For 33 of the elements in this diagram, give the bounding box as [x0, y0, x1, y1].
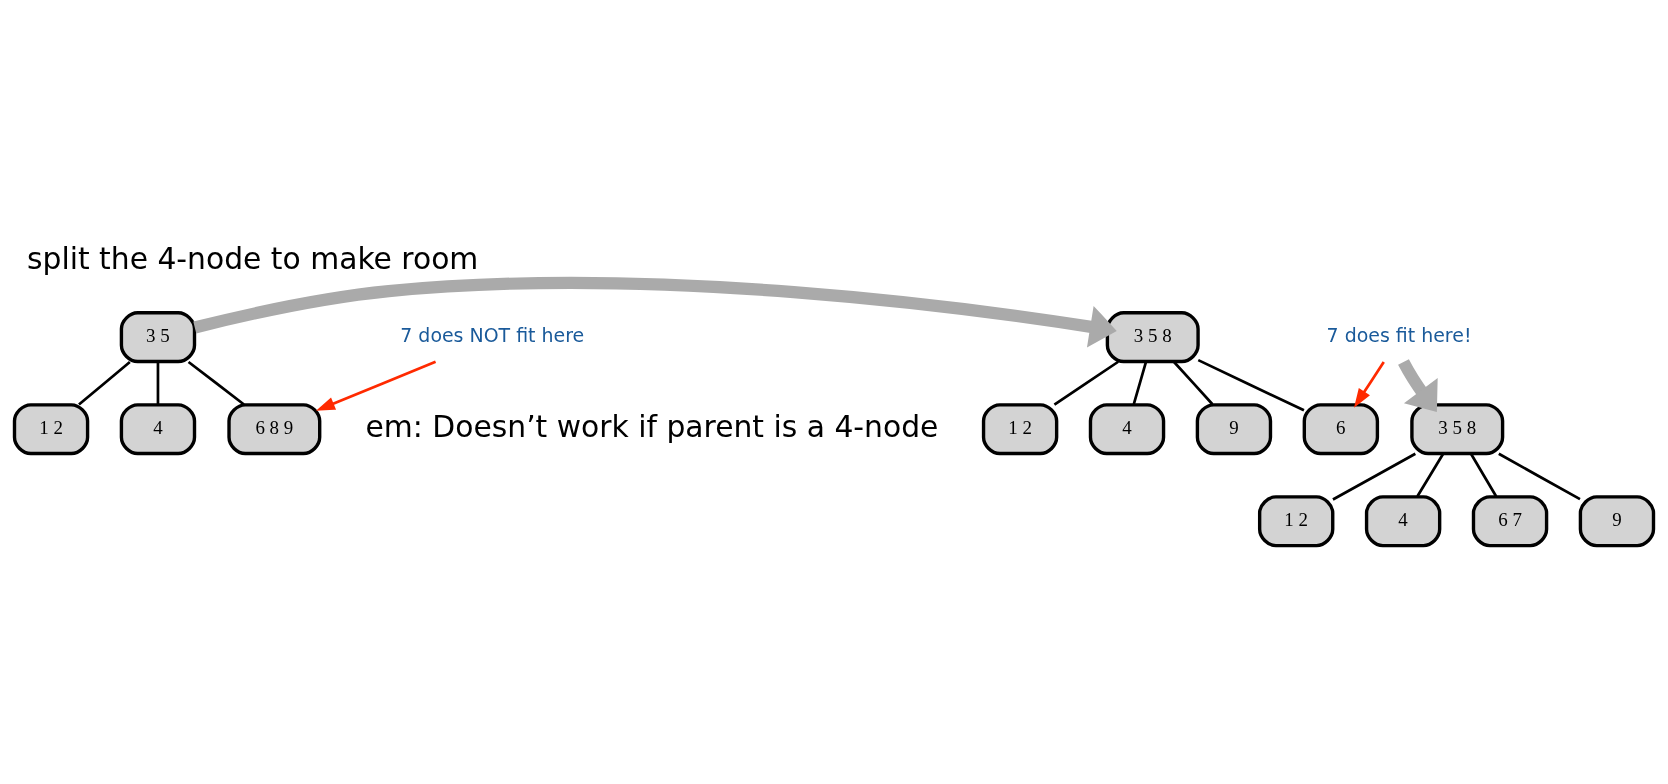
connector	[78, 360, 131, 406]
node-box: 4	[1364, 494, 1442, 547]
node-box: 3 5 8	[1410, 402, 1505, 455]
connector	[1416, 452, 1445, 497]
arrow	[316, 360, 437, 411]
node-box: 3 5 8	[1105, 310, 1200, 363]
node-box: 1 2	[1257, 494, 1335, 547]
arrow	[1398, 358, 1438, 412]
node-text: 7 does NOT fit here	[400, 323, 585, 346]
node-box: 3 5	[119, 310, 197, 363]
connector	[1332, 452, 1416, 501]
connector	[1498, 452, 1581, 500]
node-box: 9	[1195, 402, 1273, 455]
node-box: 1 2	[12, 402, 90, 455]
arrow	[1354, 360, 1385, 408]
connector	[1053, 360, 1119, 406]
node-text: 7 does fit here!	[1326, 323, 1472, 346]
node-box: 4	[119, 402, 197, 455]
connector	[1197, 358, 1305, 412]
connector	[156, 361, 160, 404]
node-box: 6 8 9	[227, 402, 322, 455]
node-box: 1 2	[981, 402, 1059, 455]
connector	[1469, 452, 1498, 497]
connector	[187, 360, 245, 406]
connector	[1132, 361, 1148, 405]
label: em: Doesn’t work if parent is a 4-node	[365, 408, 939, 444]
diagram-title: split the 4-node to make room	[27, 240, 479, 276]
arrow	[193, 276, 1117, 347]
connector	[1173, 360, 1214, 405]
node-box: 4	[1088, 402, 1166, 455]
node-box: 6 7	[1471, 494, 1549, 547]
node-box: 9	[1578, 494, 1656, 547]
node-box: 6	[1302, 402, 1380, 455]
